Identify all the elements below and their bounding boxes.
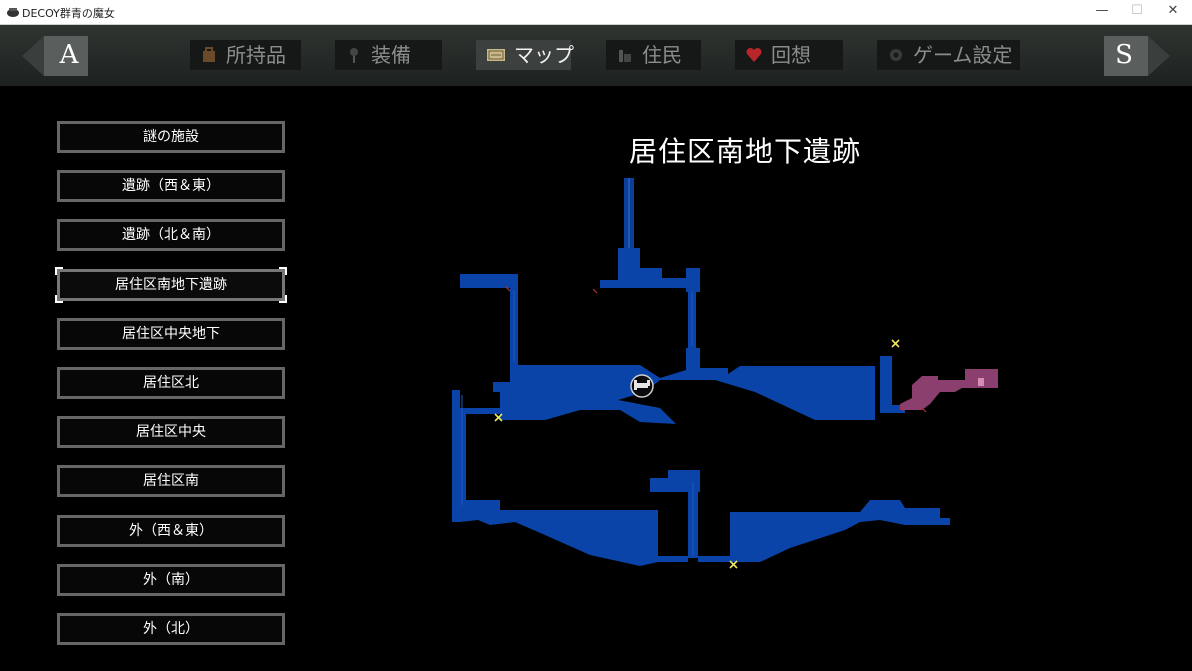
- right-arrow-icon: [1104, 36, 1170, 76]
- area-item-ruins-west-east[interactable]: 遺跡（西＆東）: [57, 170, 285, 202]
- map-title: 居住区南地下遺跡: [628, 135, 861, 168]
- next-key-label: S: [1115, 40, 1133, 70]
- tab-map-label: マップ: [514, 43, 574, 67]
- tab-recollection[interactable]: 回想: [735, 40, 843, 70]
- tab-residents-label: 住民: [642, 43, 682, 67]
- tab-items-label: 所持品: [226, 43, 286, 67]
- tab-equipment[interactable]: 装備: [335, 40, 442, 70]
- selection-corner: [279, 295, 287, 303]
- adjacent-area-room: [900, 369, 998, 410]
- tab-game-settings[interactable]: ゲーム設定: [877, 40, 1020, 70]
- bed-icon: [630, 374, 654, 398]
- next-menu-button[interactable]: S: [1086, 36, 1170, 76]
- window-title: DECOY群青の魔女: [22, 7, 115, 20]
- prev-menu-button[interactable]: A: [22, 36, 106, 76]
- area-item-ruins-north-south[interactable]: 遺跡（北＆南）: [57, 219, 285, 251]
- area-item-outside-west-east[interactable]: 外（西＆東）: [57, 515, 285, 547]
- close-button[interactable]: ✕: [1167, 3, 1179, 18]
- tab-map[interactable]: マップ: [476, 40, 574, 70]
- tab-items[interactable]: 所持品: [190, 40, 301, 70]
- room-outlines: [461, 290, 694, 556]
- map-room: [600, 248, 700, 292]
- minimize-button[interactable]: —: [1095, 3, 1109, 18]
- area-item-mystery-facility[interactable]: 謎の施設: [57, 121, 285, 153]
- heart-icon: [746, 47, 762, 62]
- tab-recollection-label: 回想: [771, 43, 811, 67]
- yellow-x-markers: [494, 339, 900, 569]
- area-item-residential-south[interactable]: 居住区南: [57, 465, 285, 497]
- map-icon: [487, 49, 505, 61]
- selection-corner: [55, 295, 63, 303]
- area-item-south-underground-ruins[interactable]: 居住区南地下遺跡: [55, 267, 287, 303]
- x-marker: [891, 339, 900, 348]
- map-room: [493, 382, 511, 392]
- map-room: [880, 356, 905, 413]
- tab-residents[interactable]: 住民: [606, 40, 701, 70]
- area-item-outside-south[interactable]: 外（南）: [57, 564, 285, 596]
- tab-game-settings-label: ゲーム設定: [913, 43, 1013, 67]
- residents-icon: [619, 50, 631, 62]
- left-arrow-icon: [22, 36, 88, 76]
- tab-equipment-label: 装備: [371, 43, 411, 67]
- bag-icon: [203, 47, 215, 62]
- area-item-central-underground[interactable]: 居住区中央地下: [57, 318, 285, 350]
- map-room: [460, 274, 518, 288]
- area-item-label: 居住区南地下遺跡: [115, 277, 227, 293]
- gear-icon: [890, 49, 902, 61]
- red-markers: [505, 286, 927, 413]
- menu-bar: A 所持品 装備 マップ 住民 回想: [0, 25, 1192, 86]
- map-room: [452, 500, 688, 566]
- selection-corner: [279, 267, 287, 275]
- explored-rooms: [452, 178, 950, 566]
- staff-icon: [350, 48, 358, 63]
- area-item-outside-north[interactable]: 外（北）: [57, 613, 285, 645]
- map-room: [698, 500, 950, 562]
- area-item-residential-central[interactable]: 居住区中央: [57, 416, 285, 448]
- map-room: [650, 470, 700, 492]
- window-titlebar: DECOY群青の魔女 — ☐ ✕: [0, 0, 1192, 25]
- prev-key-label: A: [59, 40, 79, 70]
- app-icon: [7, 8, 19, 17]
- selection-corner: [55, 267, 63, 275]
- map-room: [452, 390, 500, 510]
- adjacent-area-door: [978, 378, 984, 386]
- x-marker: [729, 560, 738, 569]
- maximize-button[interactable]: ☐: [1131, 3, 1143, 18]
- map-room: [500, 348, 875, 424]
- x-marker: [494, 413, 503, 422]
- area-item-residential-north[interactable]: 居住区北: [57, 367, 285, 399]
